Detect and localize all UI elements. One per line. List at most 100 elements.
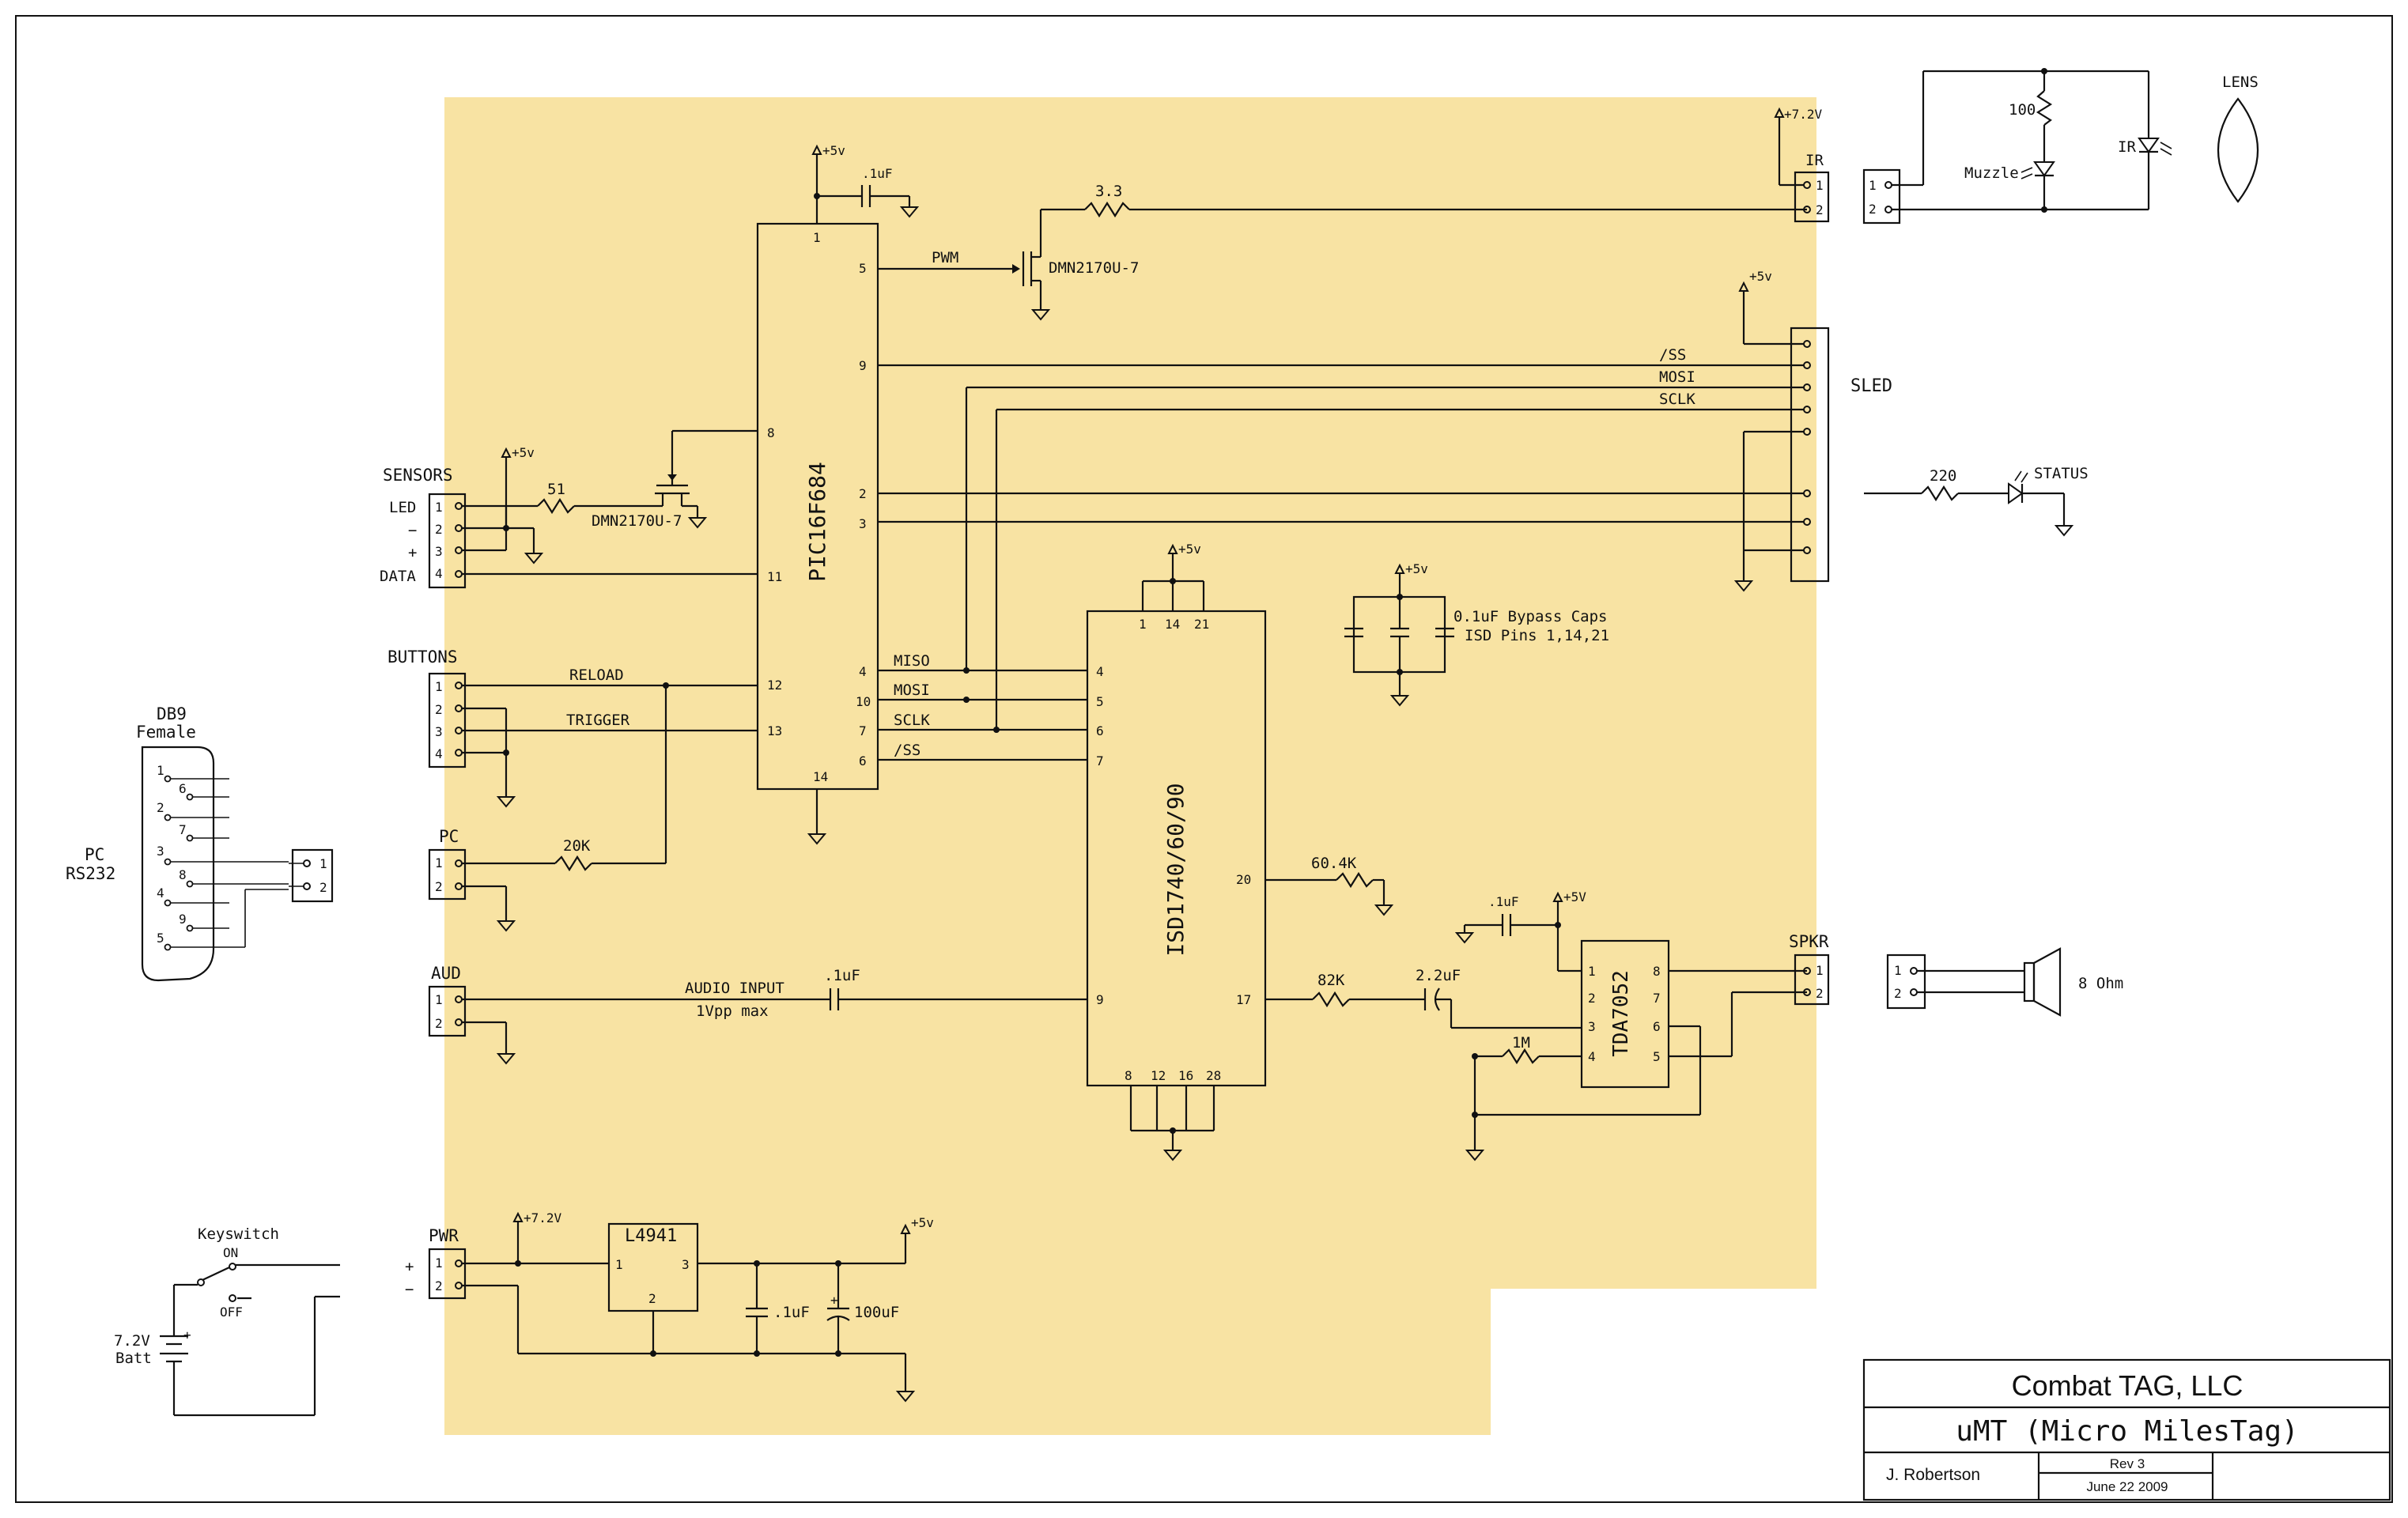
svg-text:2: 2 — [1816, 986, 1824, 1001]
svg-text:6: 6 — [859, 753, 867, 768]
svg-text:1: 1 — [435, 1256, 443, 1271]
svg-text:1: 1 — [615, 1257, 623, 1272]
svg-text:2: 2 — [157, 800, 164, 815]
audio-cap-label: .1uF — [824, 967, 860, 984]
voltage-regulator: L4941 1 3 2 +5v .1uF + 100uF — [607, 1215, 934, 1357]
svg-text:4: 4 — [157, 886, 164, 901]
svg-text:1: 1 — [1869, 178, 1877, 193]
pwr-rail-label: +7.2V — [524, 1210, 562, 1225]
svg-text:4: 4 — [1096, 664, 1104, 679]
sled-connector: SLED +5v /SS MOSI SCLK — [878, 269, 1892, 592]
svg-text:1: 1 — [1894, 963, 1902, 978]
bypass-rail-label: +5v — [1405, 561, 1428, 576]
speaker-connector: SPKR 1 2 — [1789, 932, 1830, 1006]
svg-text:3: 3 — [1588, 1019, 1596, 1034]
isd-rail-label: +5v — [1178, 542, 1201, 557]
title-company: Combat TAG, LLC — [2012, 1369, 2244, 1402]
audio-connector: AUD 1 2 .1uF AUDIO INPUT 1Vpp max — [428, 964, 1087, 1065]
feedback-resistor-label: 1M — [1512, 1034, 1530, 1052]
regulator-label: L4941 — [625, 1226, 677, 1246]
bypass-note-1: 0.1uF Bypass Caps — [1453, 608, 1607, 625]
speaker-impedance-label: 8 Ohm — [2078, 975, 2123, 992]
svg-text:5: 5 — [157, 931, 164, 946]
mosi-label: MOSI — [894, 682, 930, 699]
sensor-pin-plus: + — [408, 544, 417, 561]
ir-connector: IR 1 2 +7.2V — [1774, 107, 1830, 223]
isd-osc-resistor: 60.4K — [1265, 855, 1394, 916]
svg-text:4: 4 — [435, 566, 443, 581]
svg-text:4: 4 — [859, 664, 867, 679]
muzzle-label: Muzzle — [1964, 164, 2019, 182]
svg-text:7: 7 — [1096, 753, 1104, 768]
muzzle-resistor-label: 100 — [2009, 101, 2036, 119]
svg-text:1: 1 — [1816, 963, 1824, 978]
svg-text:1: 1 — [1588, 964, 1596, 979]
svg-text:5: 5 — [1096, 694, 1104, 709]
sled-rail-label: +5v — [1749, 269, 1772, 284]
svg-text:2: 2 — [1816, 202, 1824, 217]
ir-rail-label: +7.2V — [1784, 107, 1823, 122]
svg-text:1: 1 — [435, 500, 443, 515]
svg-text:1: 1 — [435, 679, 443, 694]
svg-text:1: 1 — [1816, 178, 1824, 193]
svg-text:14: 14 — [1165, 617, 1180, 632]
spkr-label: SPKR — [1789, 932, 1829, 951]
svg-text:4: 4 — [435, 746, 443, 761]
ir-emitter: 1 2 100 Muzzle IR LENS — [1862, 68, 2259, 225]
ir-led-label: IR — [2118, 138, 2136, 156]
pc-label: PC — [439, 827, 459, 846]
svg-text:10: 10 — [856, 694, 871, 709]
board-area — [444, 97, 1816, 1435]
sled-sclk-label: SCLK — [1659, 391, 1695, 408]
svg-text:3: 3 — [157, 844, 164, 859]
pwr-pin-minus: − — [405, 1281, 414, 1298]
svg-text:8: 8 — [767, 425, 775, 440]
pic-cap-label: .1uF — [862, 166, 893, 181]
svg-text:2: 2 — [648, 1291, 656, 1306]
pic-power: +5v .1uF — [807, 143, 920, 845]
svg-text:2: 2 — [435, 879, 443, 894]
keyswitch-label: Keyswitch — [198, 1225, 279, 1243]
svg-text:12: 12 — [767, 678, 782, 693]
spk-cap-label: 2.2uF — [1416, 967, 1461, 984]
svg-text:1: 1 — [157, 763, 164, 778]
svg-text:7: 7 — [1653, 991, 1661, 1006]
status-resistor-label: 220 — [1930, 467, 1956, 485]
tda-rail-label: +5V — [1563, 889, 1586, 904]
led-driver: DMN2170U-7 — [592, 429, 758, 530]
svg-text:2: 2 — [435, 1278, 443, 1293]
pc-connector: PC 1 2 20K — [428, 682, 669, 932]
rs232-label-2: RS232 — [66, 864, 115, 883]
bypass-capacitors: +5v 0.1uF Bypass Caps ISD Pins 1,14,21 — [1344, 561, 1609, 707]
ir-resistor-label: 3.3 — [1095, 183, 1122, 200]
ir-connector-label: IR — [1805, 152, 1824, 169]
svg-text:20: 20 — [1236, 872, 1251, 887]
spi-bus: MISO MOSI SCLK /SS — [878, 387, 1087, 761]
sled-mosi-label: MOSI — [1659, 368, 1695, 386]
svg-text:2: 2 — [435, 522, 443, 537]
svg-text:17: 17 — [1236, 992, 1251, 1007]
svg-text:2: 2 — [319, 880, 327, 895]
isd-osc-label: 60.4K — [1311, 855, 1357, 872]
svg-text:2: 2 — [1588, 991, 1596, 1006]
external-speaker: 1 2 8 Ohm — [1886, 947, 2123, 1017]
bypass-note-2: ISD Pins 1,14,21 — [1465, 627, 1609, 644]
svg-text:5: 5 — [1653, 1049, 1661, 1064]
switch-on-label: ON — [223, 1245, 238, 1260]
db9-sub-label: Female — [136, 723, 196, 742]
sensor-pin-data: DATA — [380, 568, 416, 585]
reg-out-rail-label: +5v — [911, 1215, 934, 1230]
svg-text:8: 8 — [1125, 1068, 1132, 1083]
reg-cap2-label: 100uF — [854, 1304, 899, 1321]
tda-cap-label: .1uF — [1488, 894, 1519, 909]
svg-text:3: 3 — [435, 724, 443, 739]
tda-amplifier: TDA7052 1 2 3 4 8 7 6 5 +5V .1uF 1M — [1454, 889, 1807, 1161]
svg-text:7: 7 — [179, 822, 187, 837]
pwm-mosfet-label: DMN2170U-7 — [1049, 259, 1139, 277]
svg-text:1: 1 — [319, 856, 327, 871]
sclk-label: SCLK — [894, 712, 930, 729]
pwm-label: PWM — [932, 249, 958, 266]
isd-voice-chip: ISD1740/60/90 1 14 21 4 5 6 7 9 20 17 8 … — [1086, 542, 1267, 1161]
svg-text:9: 9 — [859, 358, 867, 373]
